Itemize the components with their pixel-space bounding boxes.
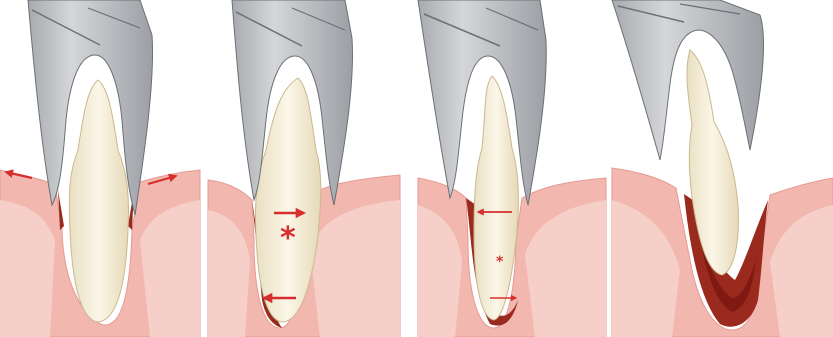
asterisk-marker: * <box>496 254 504 270</box>
asterisk-marker: * <box>280 221 296 256</box>
panel-3: * <box>418 0 606 337</box>
panel-1 <box>0 0 200 337</box>
panel-4 <box>612 0 833 337</box>
tooth <box>474 76 518 320</box>
tooth <box>69 80 128 322</box>
panel-2: * <box>208 0 400 337</box>
